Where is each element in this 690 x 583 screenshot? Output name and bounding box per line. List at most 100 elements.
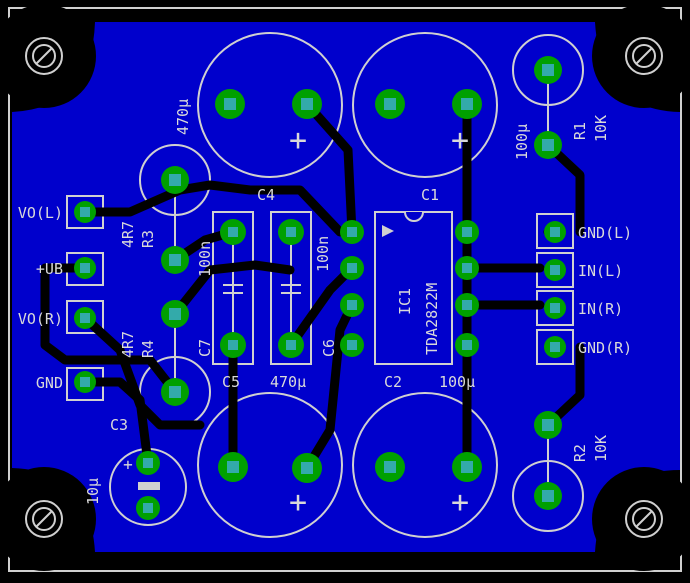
c4-plus: + [289,123,307,158]
pad-c5-2 [292,453,322,483]
header-right-4 [536,329,574,365]
pad-c3-1 [136,451,160,475]
header-left-3 [66,300,104,334]
pad-ic-4 [340,333,364,357]
pad-ic-8 [455,220,479,244]
pad-c1-1 [375,89,405,119]
pad-gndl [544,221,566,243]
mounting-hole-tl [0,4,96,108]
pad-gndr [544,336,566,358]
copper-tracks [40,99,585,473]
track-gnd [80,377,153,468]
pad-c2-2 [452,452,482,482]
pad-c3-2 [136,496,160,520]
pad-ic-6 [455,293,479,317]
pad-r1-1 [534,56,562,84]
pad-c2-1 [375,452,405,482]
pad-vol [74,201,96,223]
ic1-pin1-marker [382,225,394,237]
connector-label-vor: VO(R) [18,310,63,328]
connector-label-gndl: GND(L) [578,224,632,242]
connector-label-ub: +UB [36,260,63,278]
c7-ref: C7 [196,339,214,357]
c2-plus: + [451,485,469,520]
pad-c4-2 [292,89,322,119]
connector-label-inl: IN(L) [578,262,623,280]
pad-ub [74,257,96,279]
pad-ic-3 [340,293,364,317]
pad-gnd [74,371,96,393]
c4-value: 470µ [174,99,192,135]
c3-plus: + [123,455,133,474]
header-right-1 [536,213,574,249]
pads [74,56,566,520]
pad-r3-1 [161,166,189,194]
pad-c4-1 [215,89,245,119]
pad-r4-2 [161,378,189,406]
pad-ic-2 [340,256,364,280]
pad-c7-2 [220,332,246,358]
c5-plus: + [289,485,307,520]
c4-outline [197,32,343,178]
pad-c5-1 [218,452,248,482]
r3-value: 4R7 [119,221,137,248]
c5-ref: C5 [222,373,240,391]
labels: C1 100µ C2 100µ C3 10µ C4 470µ C5 470µ C… [18,99,632,505]
connector-label-gnd: GND [36,374,63,392]
c2-outline [352,392,498,538]
c2-ref: C2 [384,373,402,391]
mounting-hole-bl [0,467,96,571]
track-r4-c7 [170,260,295,319]
mounting-holes [0,4,690,571]
c1-value: 100µ [513,124,531,160]
c3-polarity-bar [138,482,160,490]
pad-r3-2 [161,246,189,274]
r1-ref: R1 [571,122,589,140]
c1-plus: + [451,123,469,158]
pad-r1-2 [534,131,562,159]
c7-value: 100n [196,241,214,277]
connector-label-gndr: GND(R) [578,339,632,357]
board-outline [8,7,682,572]
pad-c6-2 [278,332,304,358]
pad-c7-1 [220,219,246,245]
r4-ref: R4 [139,340,157,358]
connector-label-vol: VO(L) [18,204,63,222]
r3-ref: R3 [139,230,157,248]
c6-value: 100n [314,236,332,272]
c4-ref: C4 [257,186,275,204]
c5-value: 470µ [270,373,306,391]
ic1-value: TDA2822M [423,283,441,355]
copper-pour [12,22,680,552]
mounting-hole-br [592,467,690,571]
track-r1 [543,140,585,237]
track-vol [80,180,345,237]
track-c4-ic [302,99,357,237]
pad-c6-1 [278,219,304,245]
pad-r2-2 [534,482,562,510]
c1-ref: C1 [421,186,439,204]
mounting-hole-tr [592,4,690,108]
pad-ic-5 [455,333,479,357]
polarity-marks: + + + + + [123,123,469,520]
r4-value: 4R7 [119,331,137,358]
connector-label-inr: IN(R) [578,300,623,318]
pad-vor [74,307,96,329]
pad-inr [544,297,566,319]
c3-ref: C3 [110,416,128,434]
c6-outline [270,211,312,365]
c5-outline [197,392,343,538]
ic1-ref: IC1 [396,288,414,315]
c6-ref: C6 [320,339,338,357]
pad-inl [544,259,566,281]
r1-value: 10K [592,115,610,142]
pad-ic-7 [455,256,479,280]
c2-value: 100µ [439,373,475,391]
c3-value: 10µ [84,478,102,505]
pad-c1-2 [452,89,482,119]
track-ub [40,263,180,397]
pad-r2-1 [534,411,562,439]
track-c5b-c6 [302,300,357,473]
r2-value: 10K [592,435,610,462]
